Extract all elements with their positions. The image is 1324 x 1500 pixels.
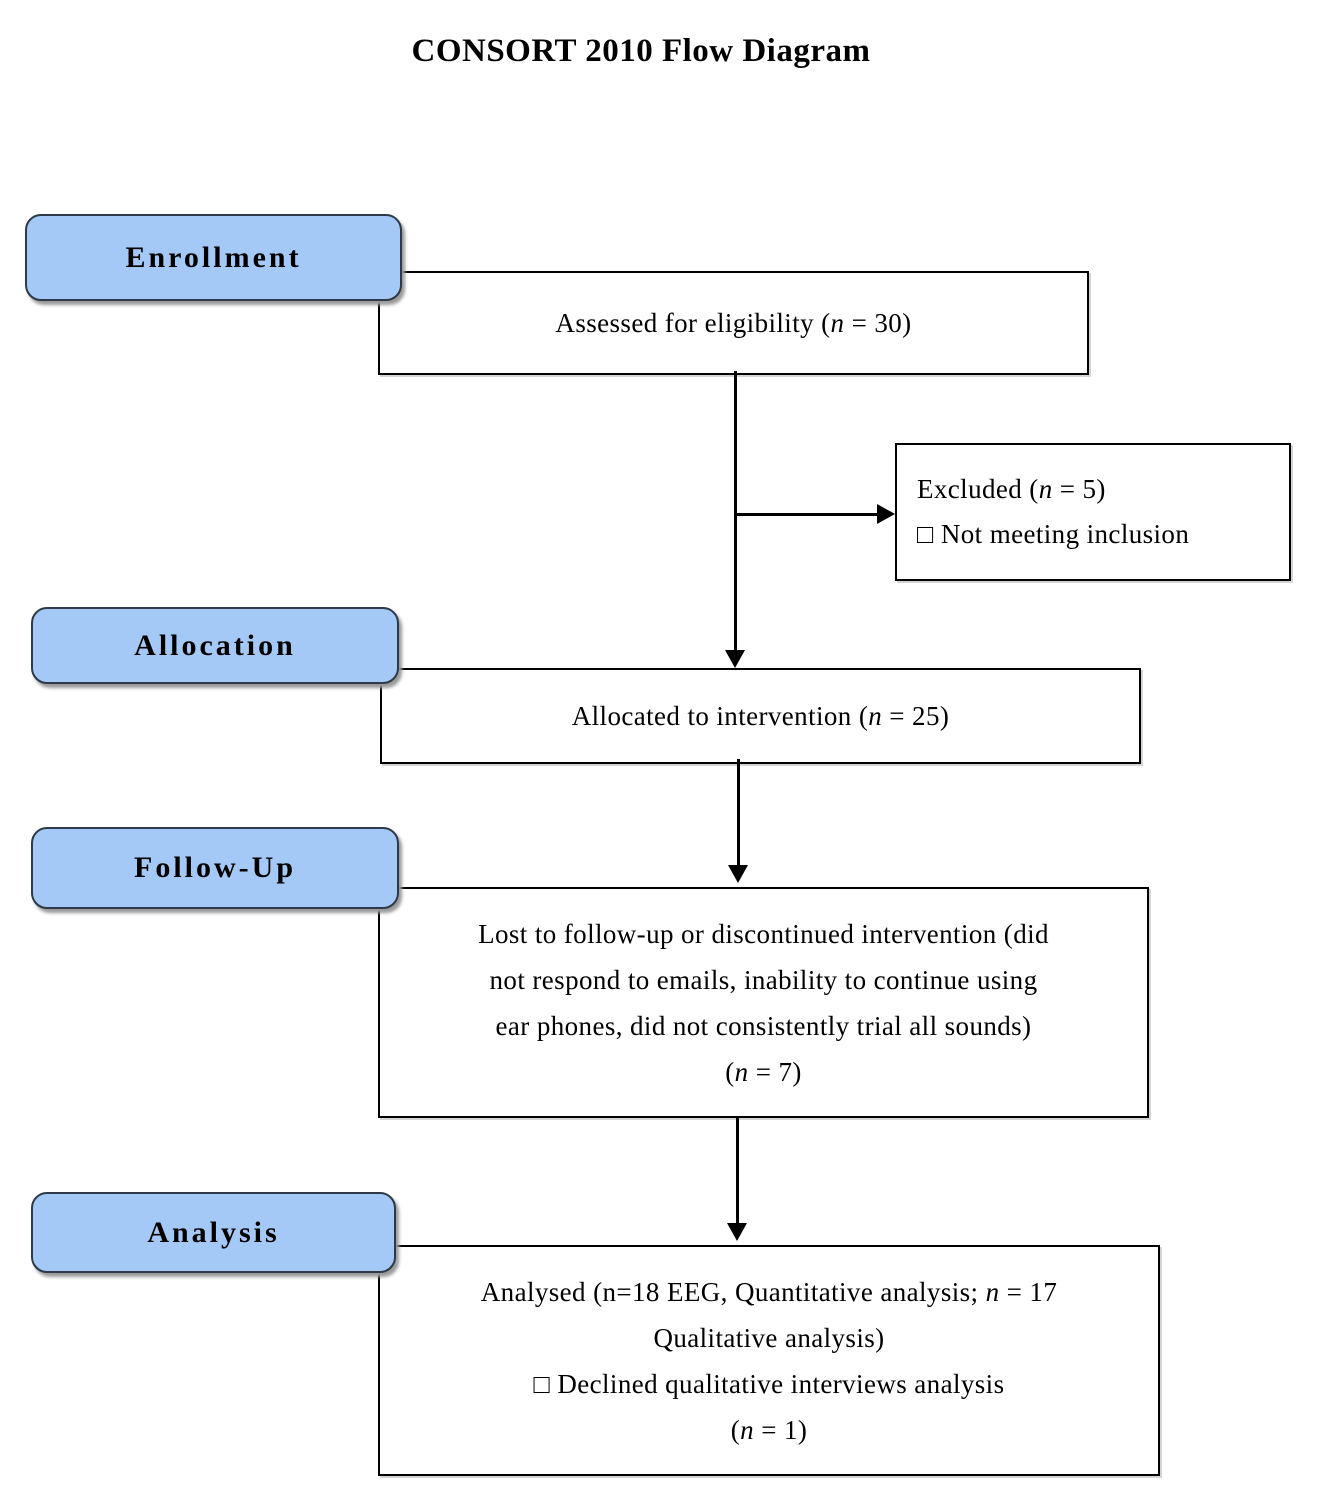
stage-label-allocation: Allocation bbox=[31, 607, 399, 684]
arrowhead-down-icon bbox=[725, 650, 745, 668]
box-allocated-to-intervention: Allocated to intervention (n = 25) bbox=[380, 668, 1141, 764]
connector-line-followup-to-analysis bbox=[736, 1116, 739, 1225]
diagram-title: CONSORT 2010 Flow Diagram bbox=[411, 33, 871, 69]
box-lost-to-followup: Lost to follow-up or discontinued interv… bbox=[378, 887, 1149, 1118]
stage-label-followup: Follow-Up bbox=[31, 827, 399, 909]
arrowhead-down-icon bbox=[727, 1223, 747, 1241]
box-assessed-for-eligibility: Assessed for eligibility (n = 30) bbox=[378, 271, 1089, 375]
connector-line-to-excluded bbox=[735, 513, 878, 516]
arrowhead-right-icon bbox=[877, 504, 895, 524]
box-excluded: Excluded (n = 5)□ Not meeting inclusion bbox=[895, 443, 1291, 581]
connector-line-allocated-to-followup bbox=[737, 759, 740, 867]
arrowhead-down-icon bbox=[728, 865, 748, 883]
connector-line-assessed-to-allocated bbox=[734, 371, 737, 652]
stage-label-analysis: Analysis bbox=[31, 1192, 396, 1273]
stage-label-enrollment: Enrollment bbox=[25, 214, 402, 301]
box-analysed: Analysed (n=18 EEG, Quantitative analysi… bbox=[378, 1245, 1160, 1476]
